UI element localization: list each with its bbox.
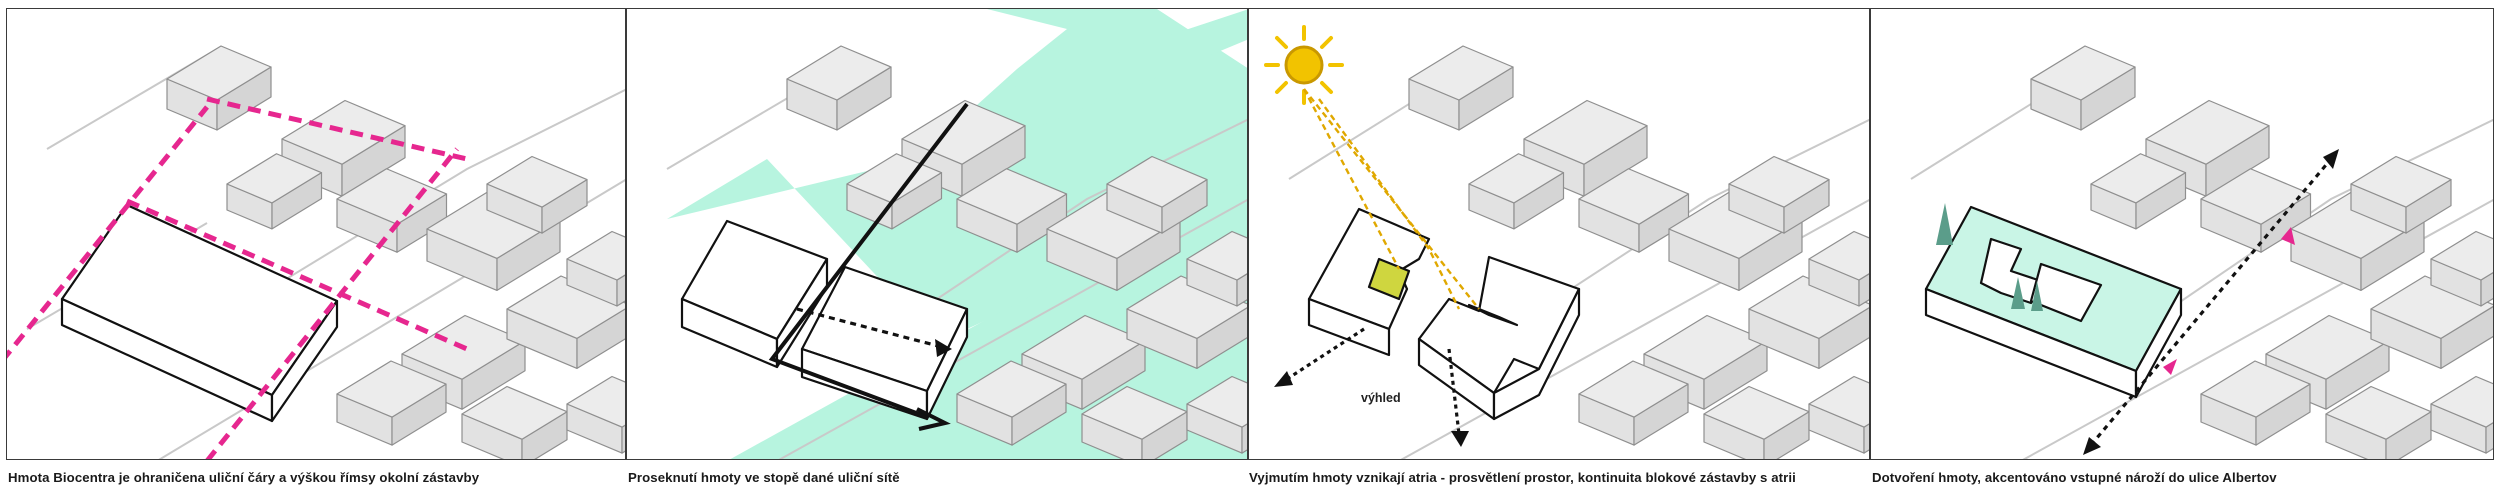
albertov-axis-arrow: [2089, 157, 2333, 447]
context-building: [2350, 155, 2452, 208]
context-building: [226, 153, 323, 204]
panel-2: [626, 8, 1248, 460]
context-building: [1186, 375, 1247, 428]
context-building: [2145, 99, 2270, 165]
context-building: [1863, 423, 1869, 454]
caption-panel-4: Dotvoření hmoty, akcentováno vstupné nár…: [1872, 470, 2277, 485]
biocentrum-mass: [60, 203, 339, 423]
context-building: [336, 360, 447, 418]
context-building: [1858, 273, 1869, 307]
context-building: [2480, 271, 2493, 307]
street-edges: [26, 48, 625, 459]
context-building: [616, 274, 625, 307]
accent-pillars: [1936, 203, 2043, 311]
cut-axis-arrow: [768, 102, 969, 431]
context-building: [1728, 155, 1830, 208]
context-building: [1808, 230, 1869, 281]
context-building: [486, 155, 588, 208]
panel-1-drawing: [7, 45, 625, 459]
context-building: [2200, 168, 2312, 225]
view-arrow-head-south: [1451, 431, 1469, 447]
context-building: [2200, 360, 2311, 418]
context-building: [2485, 422, 2493, 454]
mass-east: [800, 265, 969, 421]
caption-panel-1: Hmota Biocentra je ohraničena uliční čár…: [8, 470, 480, 485]
view-arrows: [1283, 327, 1461, 435]
context-building: [1468, 153, 1565, 204]
context-blocks: [1408, 45, 1869, 459]
mass-west: [680, 219, 829, 369]
dashed-direction-arrow: [796, 307, 943, 349]
context-building: [566, 375, 625, 428]
context-blocks: [166, 45, 625, 459]
view-arrow-head-west: [1274, 371, 1293, 387]
context-building: [1578, 168, 1690, 225]
caption-panel-3: Vyjmutím hmoty vznikají atria - prosvětl…: [1249, 470, 1796, 485]
sunlight-rays: [1302, 88, 1480, 310]
context-building: [956, 168, 1068, 225]
context-building: [2430, 375, 2493, 428]
sun-icon: [1264, 25, 1344, 105]
dashed-arrow-head: [935, 339, 952, 357]
context-blocks: [786, 45, 1247, 459]
final-mass: [1924, 205, 2183, 399]
context-building: [1106, 155, 1208, 208]
context-building: [2430, 230, 2493, 281]
panel-4-drawing: [1910, 45, 2493, 459]
panel-1: [6, 8, 626, 460]
entrance-marker-lower: [2163, 359, 2177, 375]
context-blocks: [2030, 45, 2493, 459]
context-building: [166, 45, 272, 101]
panel-2-drawing: [666, 9, 1247, 459]
context-building: [1578, 360, 1689, 418]
axis-arrow-head-bottom: [2083, 437, 2101, 455]
street-line-markers: [7, 96, 468, 459]
atrium-mass-east: [1417, 255, 1581, 421]
entrance-marker-upper: [2281, 227, 2295, 245]
panel-3: výhled: [1248, 8, 1870, 460]
context-building: [281, 99, 406, 165]
context-building: [566, 230, 625, 281]
context-building: [1408, 45, 1514, 101]
context-building: [2370, 275, 2493, 339]
context-building: [786, 45, 892, 101]
context-building: [1241, 423, 1247, 454]
axis-arrow-head-top: [2323, 149, 2339, 169]
context-building: [621, 424, 625, 454]
context-building: [1523, 99, 1648, 165]
context-building: [336, 168, 448, 225]
context-building: [1186, 230, 1247, 281]
caption-panel-2: Proseknutí hmoty ve stopě dané uliční sí…: [628, 470, 900, 485]
context-building: [2090, 153, 2187, 204]
context-building: [2030, 45, 2136, 101]
atrium-mass-west: [1307, 207, 1431, 357]
panel-4: [1870, 8, 2494, 460]
context-building: [1808, 375, 1869, 428]
panel-3-drawing: [1264, 25, 1869, 459]
view-callout: výhled: [1361, 391, 1401, 405]
context-building: [1236, 273, 1247, 307]
context-building: [956, 360, 1067, 418]
